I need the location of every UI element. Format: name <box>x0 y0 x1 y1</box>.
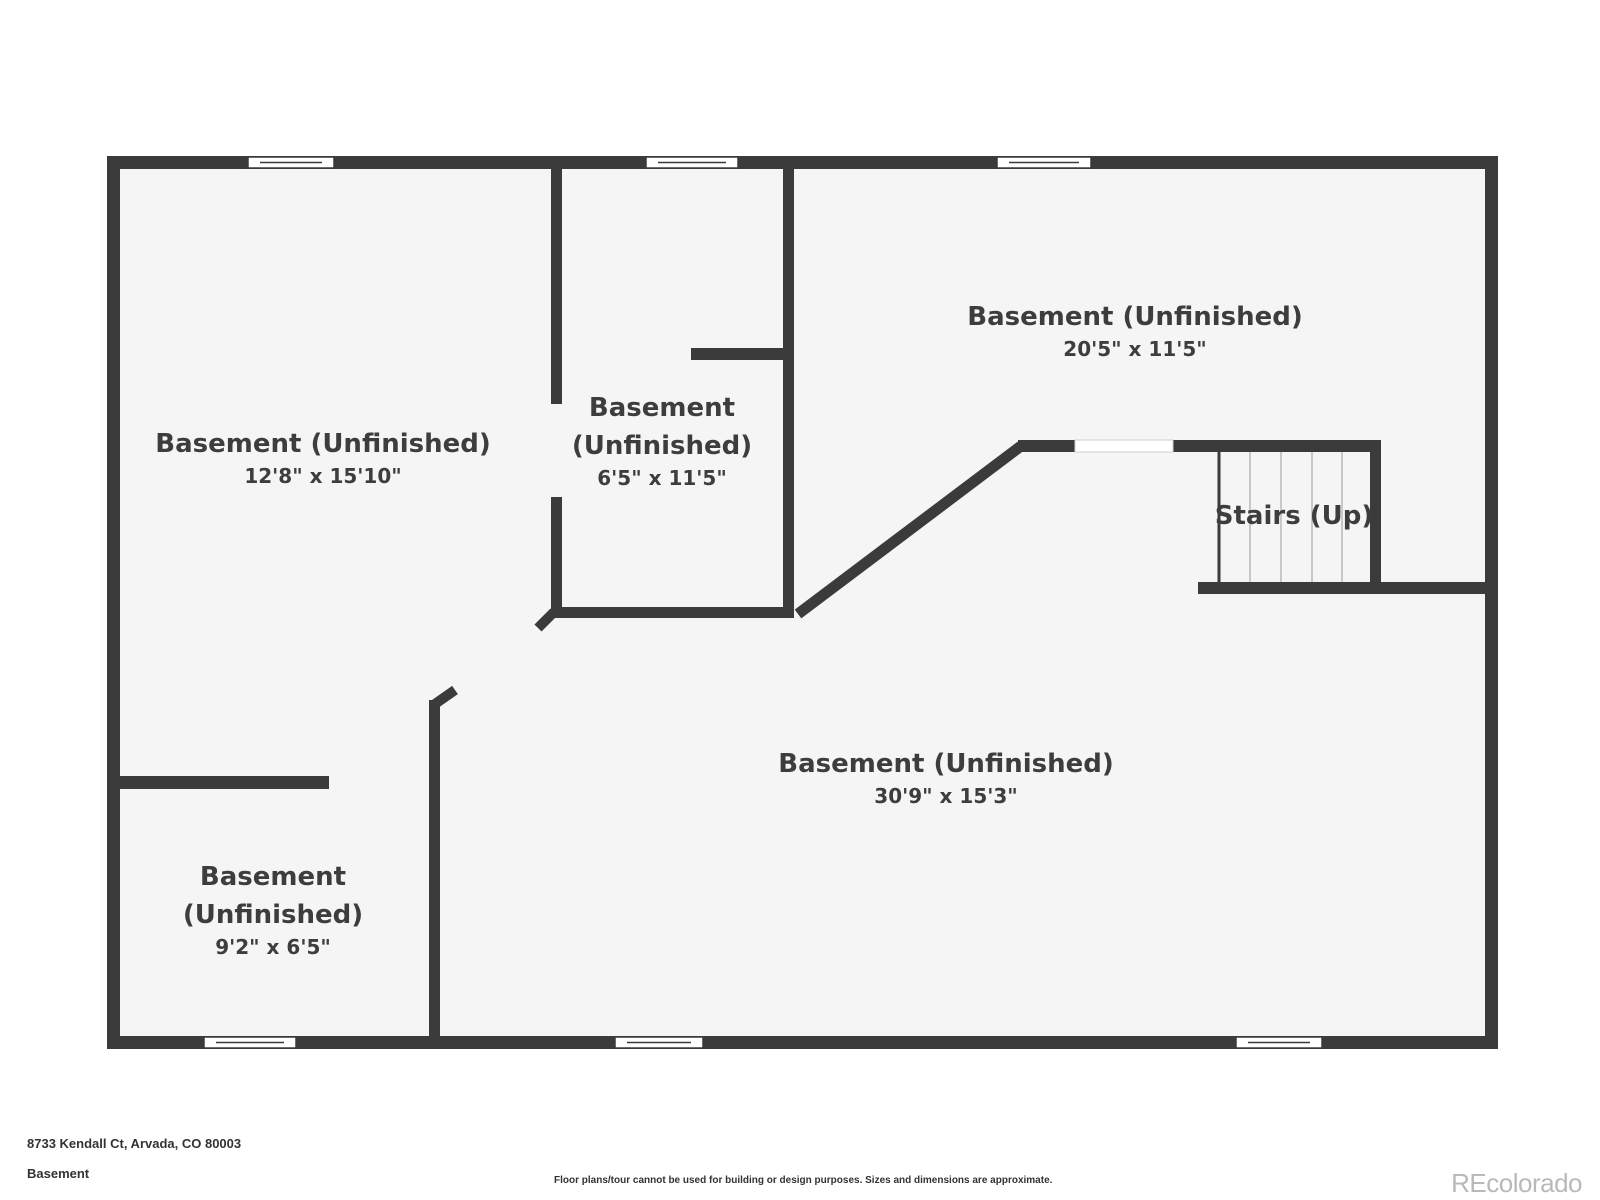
windows <box>203 156 1323 1049</box>
room-name: Stairs (Up) <box>1214 501 1374 531</box>
room-name: Basement (Unfinished) <box>155 429 491 459</box>
window-top-3 <box>996 156 1092 169</box>
outer-walls <box>107 156 1498 1049</box>
room-dimensions: 6'5" x 11'5" <box>597 466 727 490</box>
window-bottom-3 <box>1235 1036 1323 1049</box>
window-bottom-1 <box>203 1036 297 1049</box>
room-name: Basement (Unfinished) <box>571 393 753 461</box>
property-address: 8733 Kendall Ct, Arvada, CO 80003 <box>27 1136 242 1151</box>
window-top-2 <box>645 156 739 169</box>
stair-opening <box>1074 439 1174 453</box>
room-main-label: Basement (Unfinished) 30'9" x 15'3" <box>778 745 1114 809</box>
room-center-label: Basement (Unfinished) 6'5" x 11'5" <box>572 389 752 491</box>
room-name: Basement (Unfinished) <box>182 862 364 930</box>
room-dimensions: 30'9" x 15'3" <box>874 784 1018 808</box>
floor-name: Basement <box>27 1166 90 1181</box>
brand-watermark: REcolorado <box>1451 1168 1582 1198</box>
room-name: Basement (Unfinished) <box>778 749 1114 779</box>
room-dimensions: 12'8" x 15'10" <box>244 464 402 488</box>
room-dimensions: 20'5" x 11'5" <box>1063 337 1207 361</box>
window-bottom-2 <box>614 1036 704 1049</box>
disclaimer-text: Floor plans/tour cannot be used for buil… <box>554 1175 1053 1186</box>
room-northeast-label: Basement (Unfinished) 20'5" x 11'5" <box>967 298 1303 362</box>
floor-area <box>113 164 1491 1040</box>
room-southwest-label: Basement (Unfinished) 9'2" x 6'5" <box>183 858 363 960</box>
room-dimensions: 9'2" x 6'5" <box>215 935 331 959</box>
room-name: Basement (Unfinished) <box>967 302 1303 332</box>
angled-walls <box>432 441 1025 709</box>
stair-treads <box>1249 452 1343 582</box>
window-top-1 <box>247 156 335 169</box>
stairs-label: Stairs (Up) <box>1215 497 1373 535</box>
room-west-label: Basement (Unfinished) 12'8" x 15'10" <box>155 425 491 489</box>
